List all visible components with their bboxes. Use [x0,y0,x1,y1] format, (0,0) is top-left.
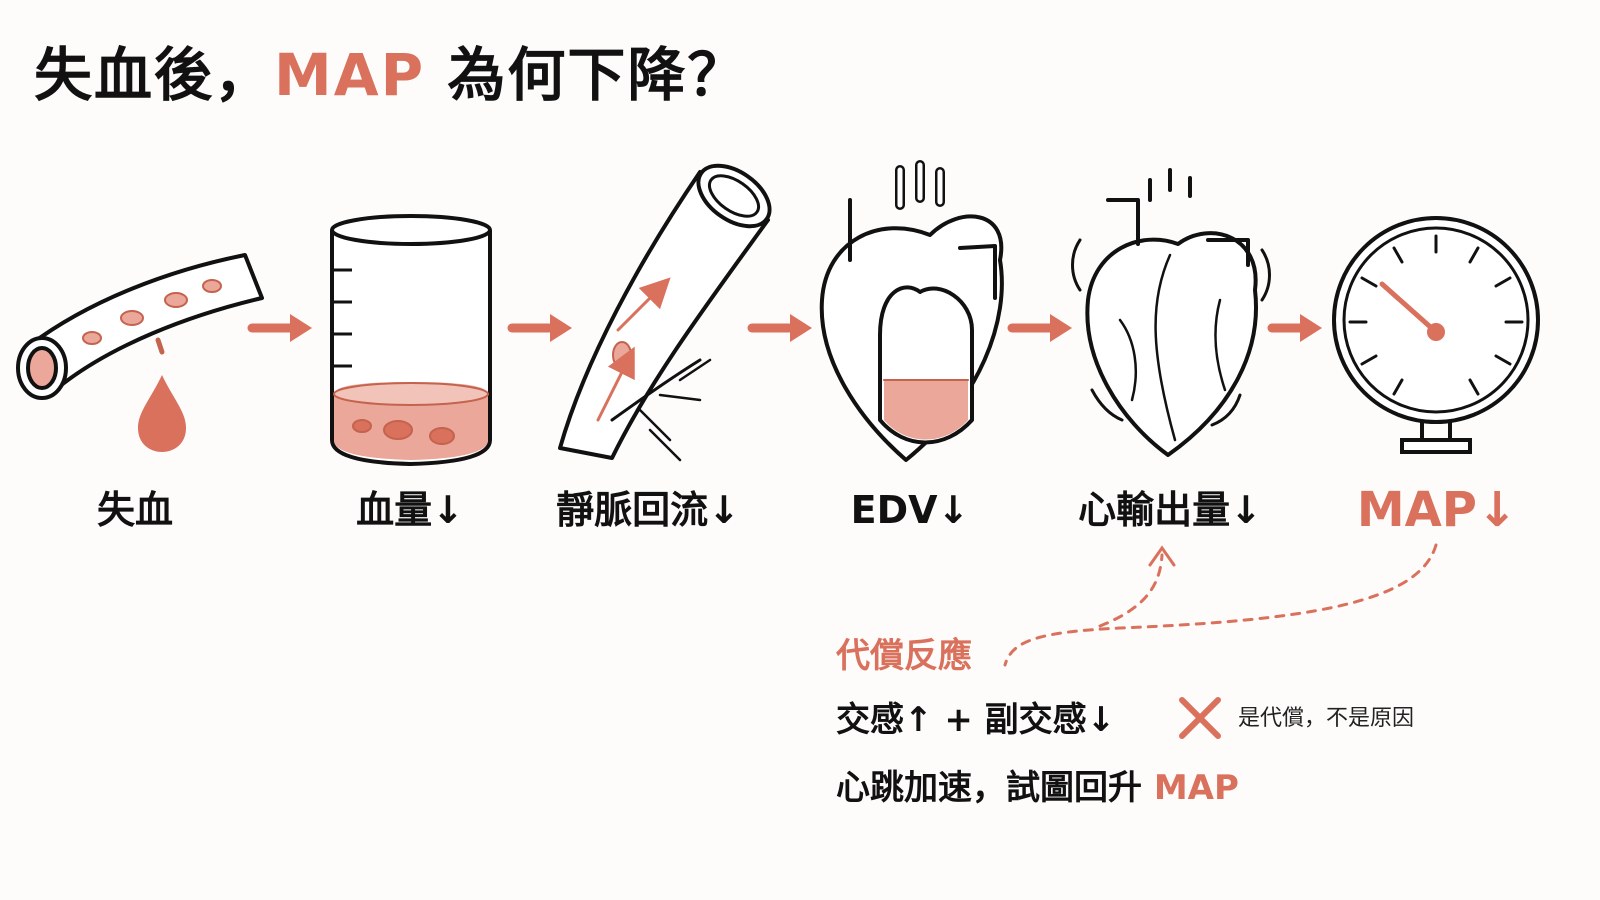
compensation-line-heart-rate: 心跳加速，試圖回升 MAP [836,760,1239,809]
title-suffix: 為何下降？ [425,41,748,109]
flow-arrow-1 [247,314,312,342]
step-label-edv: EDV↓ [850,488,970,532]
cross-icon [1179,697,1221,739]
pressure-gauge-icon [1332,216,1540,454]
step-label-map: MAP↓ [1356,482,1518,538]
vein-icon [558,163,772,462]
heart-edv-icon [819,160,1004,462]
compensation-title: 代償反應 [836,636,972,676]
step-label-blood-volume: 血量↓ [356,488,464,532]
compensation-line-autonomic: 交感↑ + 副交感↓ [836,700,1116,740]
flow-arrow-3 [747,314,812,342]
step-label-venous-return: 靜脈回流↓ [556,488,740,532]
compensation-note: 是代償，不是原因 [1238,706,1415,731]
flow-arrow-5 [1267,314,1322,342]
beating-heart-icon [1071,168,1271,457]
beaker-icon [330,214,492,467]
step-label-blood-loss: 失血 [96,488,173,532]
compensation-feedback-path [1003,543,1438,667]
step-label-cardiac-output: 心輸出量↓ [1078,488,1262,532]
flow-arrow-4 [1007,314,1072,342]
flow-arrow-2 [507,314,572,342]
page-title: 失血後，MAP 為何下降？ [34,28,747,112]
title-highlight: MAP [274,41,426,109]
title-prefix: 失血後， [34,41,275,109]
bleeding-vessel-icon [16,253,264,452]
compensation-line-heart-rate-text: 心跳加速，試圖回升 [836,768,1154,808]
compensation-line-map: MAP [1153,768,1239,808]
